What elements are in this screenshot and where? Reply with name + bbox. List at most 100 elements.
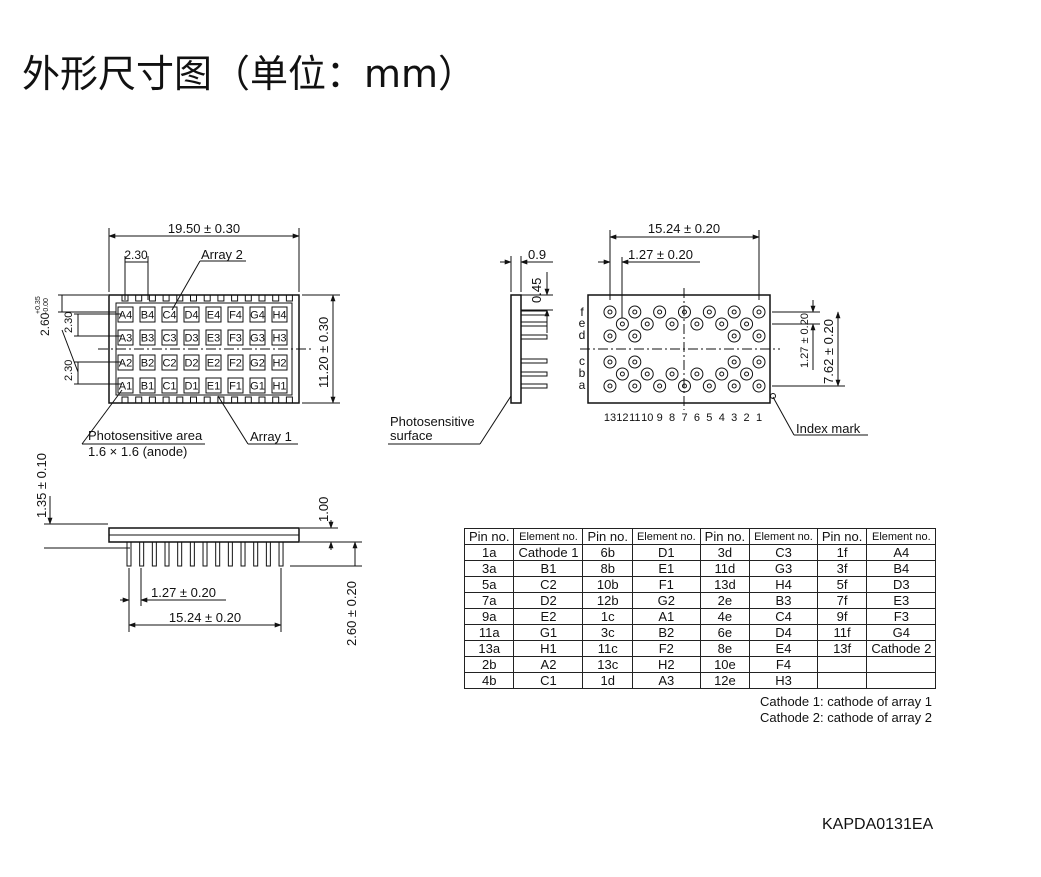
bottom-pin-holes [603,305,766,393]
header-pin-no: Pin no. [816,528,868,545]
bottom-view [580,230,868,436]
element-label: F1 [229,381,242,393]
element-no-cell: F2 [631,640,701,657]
pin-no-cell: 7f [816,592,868,609]
element-label: G1 [250,381,265,393]
element-no-cell: F3 [866,608,937,625]
element-cell [117,329,134,346]
element-label: E4 [207,310,220,322]
element-cell [139,354,156,371]
pin-hole-center [731,333,737,339]
pin-hole [603,379,617,393]
element-cell [205,329,222,346]
header-pin-no: Pin no. [463,528,515,545]
front-lead [215,541,221,567]
drawing-id: KAPDA0131EA [822,816,934,833]
front-leads [126,541,284,567]
pin-hole-center [744,371,750,377]
element-no-cell: Cathode 2 [866,640,937,657]
element-cell [139,329,156,346]
bottom-height-dim: 7.62 ± 0.20 [821,319,836,384]
pin-no-cell: 9a [463,608,515,625]
element-no-cell [866,656,937,673]
side-lead [520,321,548,327]
bottom-row-pitch-dim: 1.27 ± 0.20 [799,313,811,368]
cathode-1-note: Cathode 1: cathode of array 1 [759,694,932,709]
pin-hole [715,317,729,331]
element-cell [183,354,200,371]
pin-hole [615,367,629,381]
pin-no-cell: 6b [582,544,633,561]
pin-hole-center [744,321,750,327]
pin-hole-center [632,309,638,315]
element-label: A1 [119,381,132,393]
pin-no-cell: 13f [816,640,868,657]
pin-no-cell: 6e [699,624,751,641]
bottom-pad [244,396,252,404]
pin-hole-center [632,383,638,389]
top-pad [135,294,143,302]
pin-number: 13 [604,412,616,424]
pin-number: 11 [629,412,640,424]
bottom-pad [176,396,184,404]
element-no-cell: D4 [749,624,818,641]
array-1-label: Array 1 [250,429,292,444]
pin-no-cell: 3d [699,544,751,561]
element-label: C1 [162,381,176,393]
pin-no-cell: 12b [582,592,633,609]
pin-table-header: Pin no. Element no. Pin no. Element no. … [463,528,937,545]
pin-hole-center [756,359,762,365]
pin-hole [727,355,741,369]
element-label: G3 [250,333,265,345]
header-pin-no: Pin no. [582,528,633,545]
element-cell [271,377,288,394]
pin-hole-center [632,359,638,365]
pin-hole [740,317,754,331]
pin-hole-center [756,383,762,389]
element-label: F4 [229,310,242,322]
pin-hole-center [731,309,737,315]
element-label: D2 [184,358,198,370]
top-pad [217,294,225,302]
pin-hole [603,305,617,319]
pin-hole [752,305,766,319]
element-no-cell: F1 [631,576,701,593]
pin-number: 7 [681,412,687,424]
seat-dim: 1.00 [316,497,331,522]
bottom-pad [272,396,280,404]
element-cell [183,306,200,323]
pin-hole-center [756,333,762,339]
pin-hole [640,367,654,381]
top-pitch-dim: 2.30 [124,248,148,262]
row-letter: a [579,378,586,392]
index-mark-label: Index mark [796,421,861,436]
element-label: E1 [207,381,220,393]
side-lead [520,371,548,377]
bottom-pad [135,396,143,404]
top-pad [285,294,293,302]
element-cell [139,306,156,323]
pin-no-cell: 3f [816,560,868,577]
element-label: F3 [229,333,242,345]
pin-no-cell [816,672,868,689]
element-label: C2 [162,358,176,370]
pin-no-cell: 11f [816,624,868,641]
bottom-pad [162,396,170,404]
pin-hole-center [681,309,687,315]
top-pad [258,294,266,302]
element-label: B1 [141,381,154,393]
element-label: G2 [250,358,265,370]
pin-hole-center [731,383,737,389]
top-pad [190,294,197,302]
element-label: E2 [207,358,220,370]
pin-hole-center [644,321,650,327]
bottom-edge-pads [121,396,293,404]
element-label: A3 [119,333,132,345]
